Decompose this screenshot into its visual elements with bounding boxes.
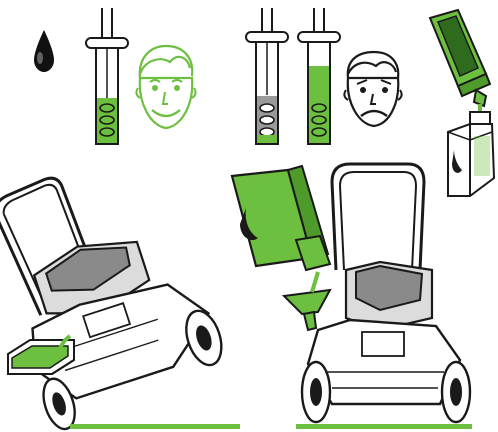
oil-canister-icon [430, 10, 490, 122]
ground-line-icon [70, 424, 240, 429]
dipstick-icon [86, 8, 128, 144]
oil-canister-icon [232, 166, 330, 330]
dipstick-icon [246, 8, 288, 144]
face-icon [136, 46, 195, 128]
face-icon [344, 52, 401, 126]
ground-line-icon [296, 424, 472, 429]
oil-drop-icon [34, 30, 54, 72]
oil-bottle-icon [448, 112, 494, 196]
lawn-mower-icon [0, 143, 233, 432]
dipstick-icon [298, 8, 340, 144]
